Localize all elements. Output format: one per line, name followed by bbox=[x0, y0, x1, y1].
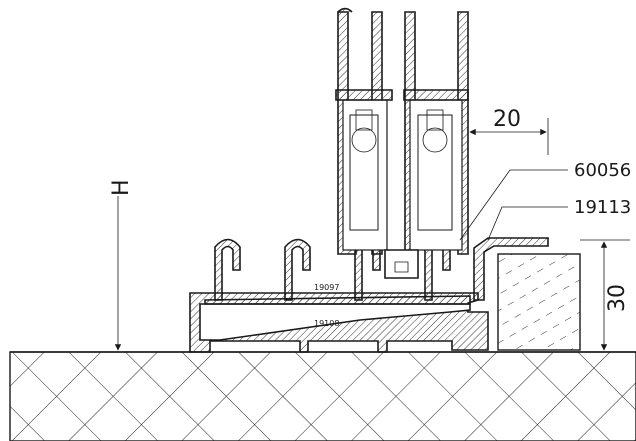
level-label: H bbox=[109, 179, 134, 196]
callout-bottom: 19113 bbox=[487, 197, 631, 241]
floor-section bbox=[9, 351, 636, 441]
profile-label-upper: 19097 bbox=[314, 283, 339, 292]
sliding-panels bbox=[335, 7, 469, 279]
wall-block bbox=[497, 253, 581, 351]
dimension-height-label: 30 bbox=[605, 284, 630, 312]
dimension-width-label: 20 bbox=[493, 107, 521, 132]
callout-bottom-label: 19113 bbox=[574, 197, 631, 218]
callout-top: 60056 bbox=[459, 160, 631, 241]
profile-label-lower: 19108 bbox=[314, 319, 339, 328]
base-track-profile bbox=[189, 237, 549, 353]
level-indicator: H bbox=[109, 179, 134, 351]
dimension-width: 20 bbox=[467, 107, 549, 155]
dimension-height: 30 bbox=[580, 239, 630, 353]
callout-top-label: 60056 bbox=[574, 160, 631, 181]
